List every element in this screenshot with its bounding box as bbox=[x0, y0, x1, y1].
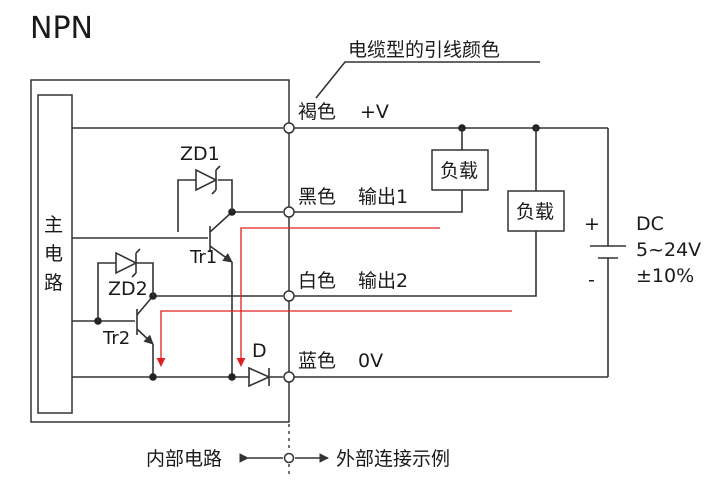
zd1-symbol bbox=[195, 165, 221, 195]
caption-leader-line bbox=[315, 61, 540, 99]
terminal-output2 bbox=[283, 290, 295, 302]
main-circuit-char-1: 主 bbox=[44, 214, 63, 236]
current-flow-output1 bbox=[236, 227, 440, 367]
footer-external-label: 外部连接示例 bbox=[336, 448, 450, 470]
tr1-emitter-node bbox=[228, 373, 236, 381]
zd2-loop bbox=[97, 262, 154, 321]
load2-box bbox=[507, 190, 565, 232]
wire-output1-external bbox=[294, 190, 463, 213]
tr1-collector bbox=[209, 211, 233, 233]
dc-tolerance-label: ±10% bbox=[636, 265, 694, 287]
wire-label-white: 白色 bbox=[298, 270, 336, 292]
terminal-output1 bbox=[283, 206, 295, 218]
tr1-emitter bbox=[209, 245, 233, 263]
main-circuit-char-2: 电 bbox=[44, 243, 63, 265]
zd2-label: ZD2 bbox=[108, 278, 148, 300]
wire-output2-external bbox=[294, 231, 537, 297]
zd1-label: ZD1 bbox=[180, 143, 220, 165]
wire-signal-vplus: +V bbox=[360, 101, 389, 123]
dc-type-label: DC bbox=[636, 213, 664, 235]
boundary-marker bbox=[283, 452, 295, 464]
diode-symbol bbox=[248, 366, 283, 388]
terminal-vplus bbox=[283, 122, 295, 134]
footer-internal-label: 内部电路 bbox=[146, 448, 222, 470]
wire-label-black: 黑色 bbox=[298, 186, 336, 208]
wire-signal-0v: 0V bbox=[358, 350, 383, 372]
current-flow-output2 bbox=[156, 310, 512, 367]
terminal-0v bbox=[283, 371, 295, 383]
wire-signal-output1: 输出1 bbox=[358, 186, 408, 208]
main-circuit-char-3: 路 bbox=[44, 272, 63, 294]
tr2-label: Tr2 bbox=[102, 328, 130, 349]
dc-plus-sign: + bbox=[584, 213, 600, 235]
wire-label-brown: 褐色 bbox=[298, 101, 336, 123]
wire-label-blue: 蓝色 bbox=[298, 350, 336, 372]
zd2-symbol bbox=[115, 248, 141, 278]
load1-box bbox=[431, 149, 489, 191]
tr2-collector bbox=[136, 295, 154, 316]
dc-minus-sign: - bbox=[588, 269, 595, 291]
load1-label: 负载 bbox=[440, 160, 478, 182]
diode-label: D bbox=[252, 340, 267, 362]
dc-voltage-label: 5~24V bbox=[636, 239, 701, 261]
main-circuit-block bbox=[37, 94, 73, 414]
cable-color-caption: 电缆型的引线颜色 bbox=[348, 39, 500, 61]
diagram-title: NPN bbox=[30, 11, 93, 46]
zd1-loop bbox=[177, 179, 233, 232]
tr2-emitter bbox=[136, 328, 154, 345]
tr2-emitter-node bbox=[149, 373, 157, 381]
wire-signal-output2: 输出2 bbox=[358, 270, 408, 292]
load2-label: 负载 bbox=[516, 201, 554, 223]
tr1-label: Tr1 bbox=[189, 247, 217, 268]
